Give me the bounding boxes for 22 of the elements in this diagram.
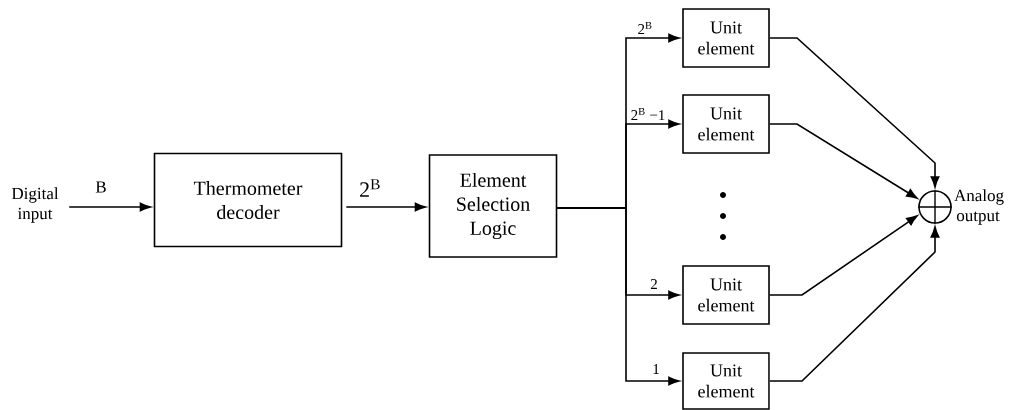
process-box: Thermometer decoder	[153, 152, 343, 248]
edge-label: 2$^{B}$	[638, 21, 652, 35]
process-box: Unit element	[682, 352, 770, 410]
arrow	[769, 37, 940, 188]
output-label: Analog output	[954, 189, 1004, 225]
input-label: Digital input	[11, 187, 59, 223]
summing-junction	[917, 189, 953, 225]
arrow	[139, 202, 152, 212]
edge-label: 2	[650, 279, 657, 289]
arrow	[769, 123, 918, 199]
arrow	[414, 202, 427, 212]
edge-label: 1	[653, 364, 659, 374]
edge-label: B	[95, 181, 106, 193]
edge-label: 2$^{B}$ −1	[631, 107, 665, 121]
edge-label: 2$^{B}$	[360, 179, 380, 197]
arrow	[769, 215, 918, 296]
arrow	[769, 226, 940, 382]
process-box: Unit element	[682, 265, 770, 325]
process-box: Unit element	[682, 8, 770, 68]
process-box: Unit element	[682, 94, 770, 154]
arrow	[556, 207, 680, 386]
process-box: Element Selection Logic	[428, 154, 558, 258]
